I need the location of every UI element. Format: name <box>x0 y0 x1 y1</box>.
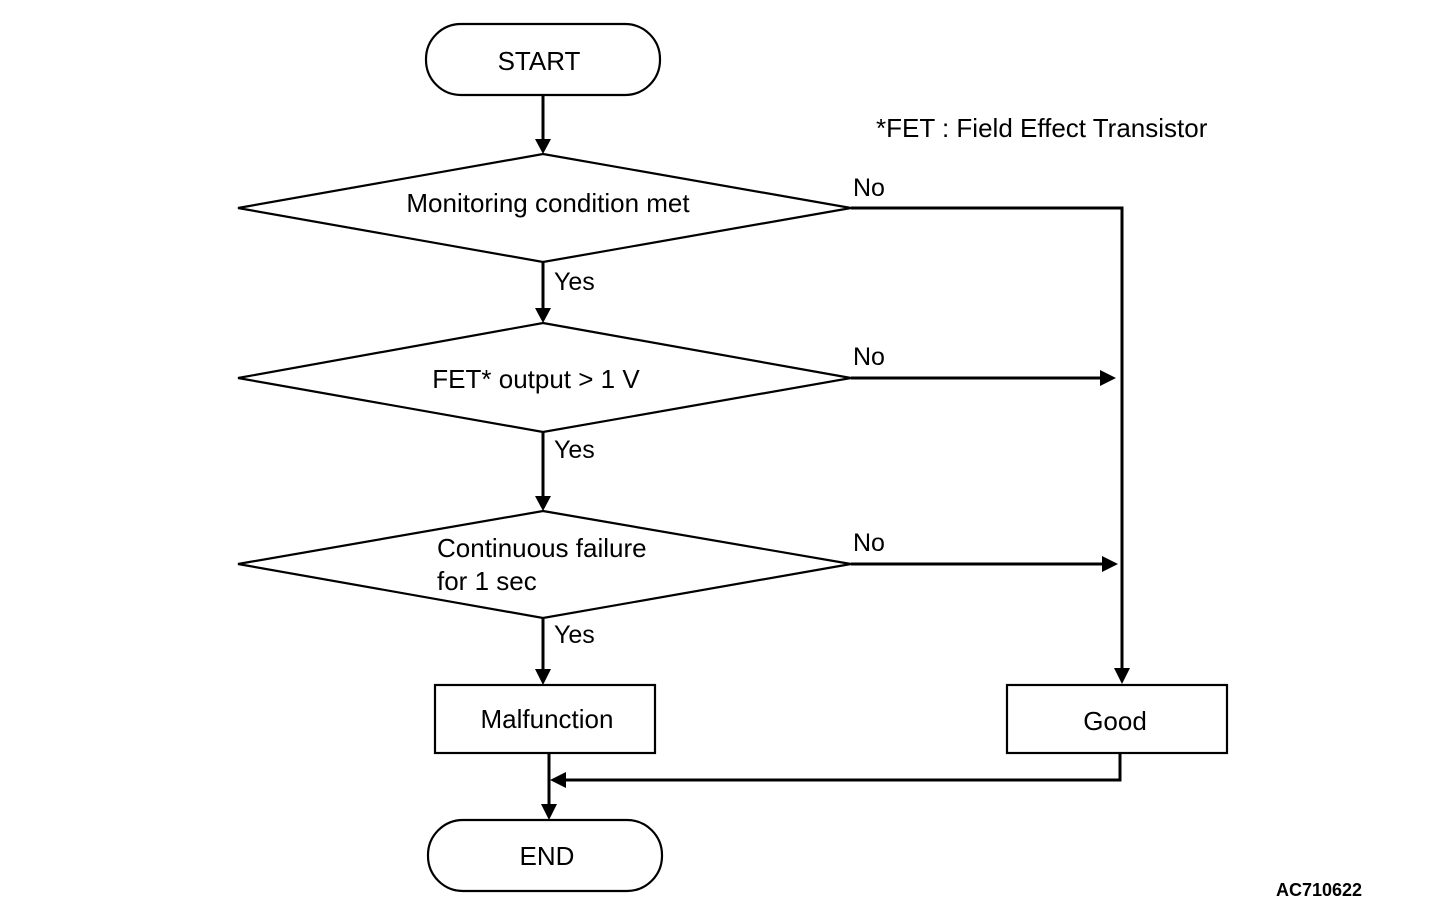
start-terminal: START <box>424 22 662 97</box>
continuous-yes-label: Yes <box>554 621 595 649</box>
arrow-continuous-yes <box>535 618 551 685</box>
arrow-good-to-end <box>550 753 1122 788</box>
end-terminal: END <box>426 818 664 893</box>
continuous-no-label: No <box>853 529 885 557</box>
arrow-fet-no <box>851 370 1116 386</box>
decision-continuous-failure: Continuous failure for 1 sec <box>237 509 852 620</box>
malfunction-box: Malfunction <box>433 683 657 755</box>
monitoring-yes-label: Yes <box>554 268 595 296</box>
arrow-start-to-monitoring <box>535 95 551 154</box>
end-label: END <box>520 841 575 871</box>
decision-continuous-label-line2: for 1 sec <box>437 566 537 596</box>
arrow-continuous-no <box>851 556 1118 572</box>
fet-no-label: No <box>853 343 885 371</box>
arrow-monitoring-yes <box>535 262 551 323</box>
arrow-malfunction-to-end <box>541 753 557 820</box>
arrow-monitoring-no <box>851 206 1130 684</box>
decision-fet-output: FET* output > 1 V <box>237 321 852 434</box>
fet-yes-label: Yes <box>554 436 595 464</box>
figure-id: AC710622 <box>1276 880 1362 900</box>
decision-fet-output-label: FET* output > 1 V <box>432 364 640 394</box>
arrow-fet-yes <box>535 432 551 511</box>
decision-monitoring-condition: Monitoring condition met <box>237 152 852 264</box>
malfunction-label: Malfunction <box>481 704 614 734</box>
decision-continuous-label-line1: Continuous failure <box>437 533 647 563</box>
start-label: START <box>498 46 581 76</box>
good-label: Good <box>1083 706 1147 736</box>
good-box: Good <box>1005 683 1229 755</box>
decision-monitoring-label: Monitoring condition met <box>406 188 690 218</box>
monitoring-no-label: No <box>853 174 885 202</box>
fet-footnote: *FET : Field Effect Transistor <box>876 113 1208 143</box>
